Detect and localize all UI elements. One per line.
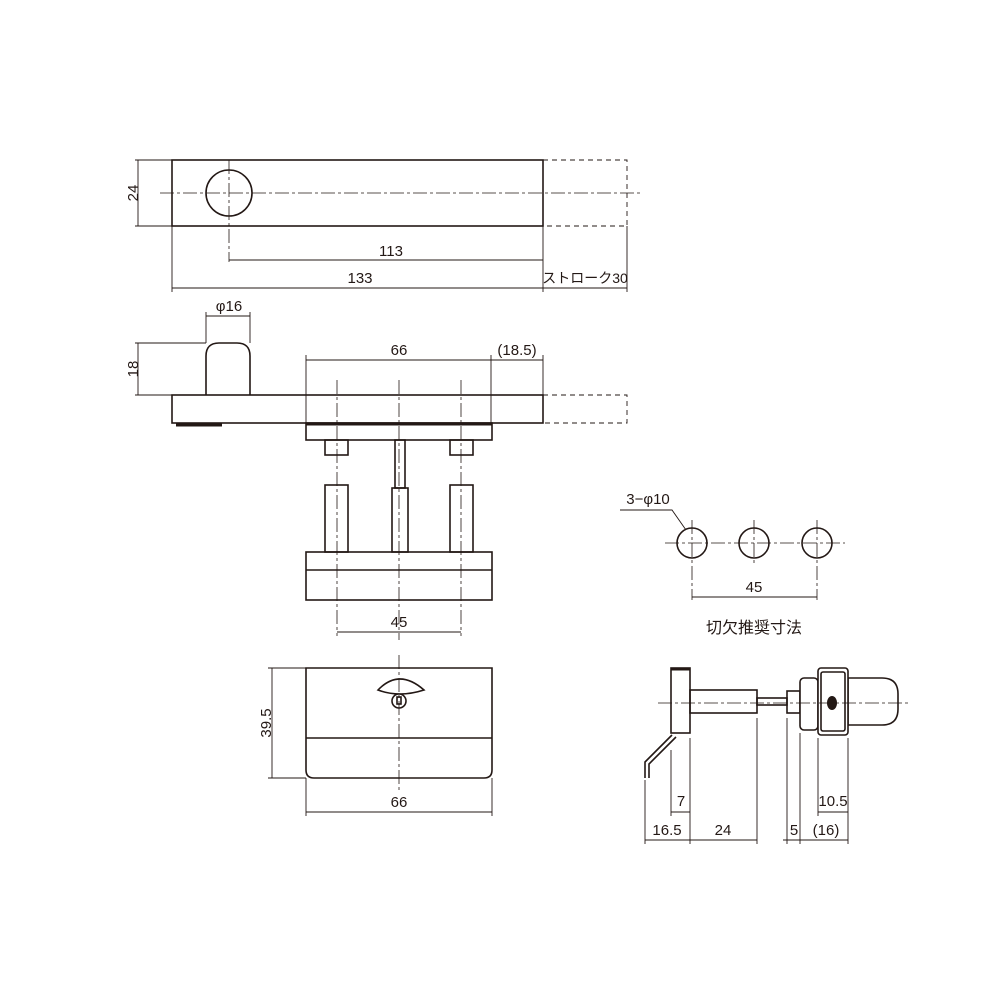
dim-16-5: 16.5 (652, 822, 681, 839)
dim-holes: 3−φ10 (626, 491, 670, 508)
profile-view: 7 10.5 16.5 24 5 (16) (644, 667, 910, 844)
top-view: 24 113 133 ストローク30 (125, 159, 640, 292)
dim-stroke: ストローク30 (542, 270, 628, 286)
dim-113: 113 (379, 243, 403, 260)
dim-66: 66 (391, 342, 408, 359)
dim-24: 24 (715, 822, 732, 839)
dim-front-width: 66 (391, 794, 408, 811)
dim-knob-diameter: φ16 (216, 298, 242, 315)
dim-pin-pitch: 45 (391, 614, 408, 631)
front-view: 39.5 66 (258, 655, 493, 816)
knob (847, 677, 899, 726)
side-view: φ16 18 66 (18.5) 45 (125, 298, 628, 640)
cutout-detail: 3−φ10 45 切欠推奨寸法 (620, 491, 845, 637)
dim-front-height: 39.5 (258, 708, 275, 737)
dim-knob-height: 18 (125, 361, 142, 378)
indicator-window (376, 678, 426, 695)
dim-5: 5 (790, 822, 798, 839)
dim-cutout-pitch: 45 (746, 579, 763, 596)
dim-133: 133 (347, 270, 372, 287)
dim-16: (16) (813, 822, 840, 839)
knob (205, 342, 251, 395)
dim-10-5: 10.5 (818, 793, 847, 810)
cutout-caption: 切欠推奨寸法 (706, 619, 802, 637)
dim-height: 24 (125, 185, 142, 202)
dim-offset: (18.5) (497, 342, 536, 359)
dim-7: 7 (677, 793, 685, 810)
